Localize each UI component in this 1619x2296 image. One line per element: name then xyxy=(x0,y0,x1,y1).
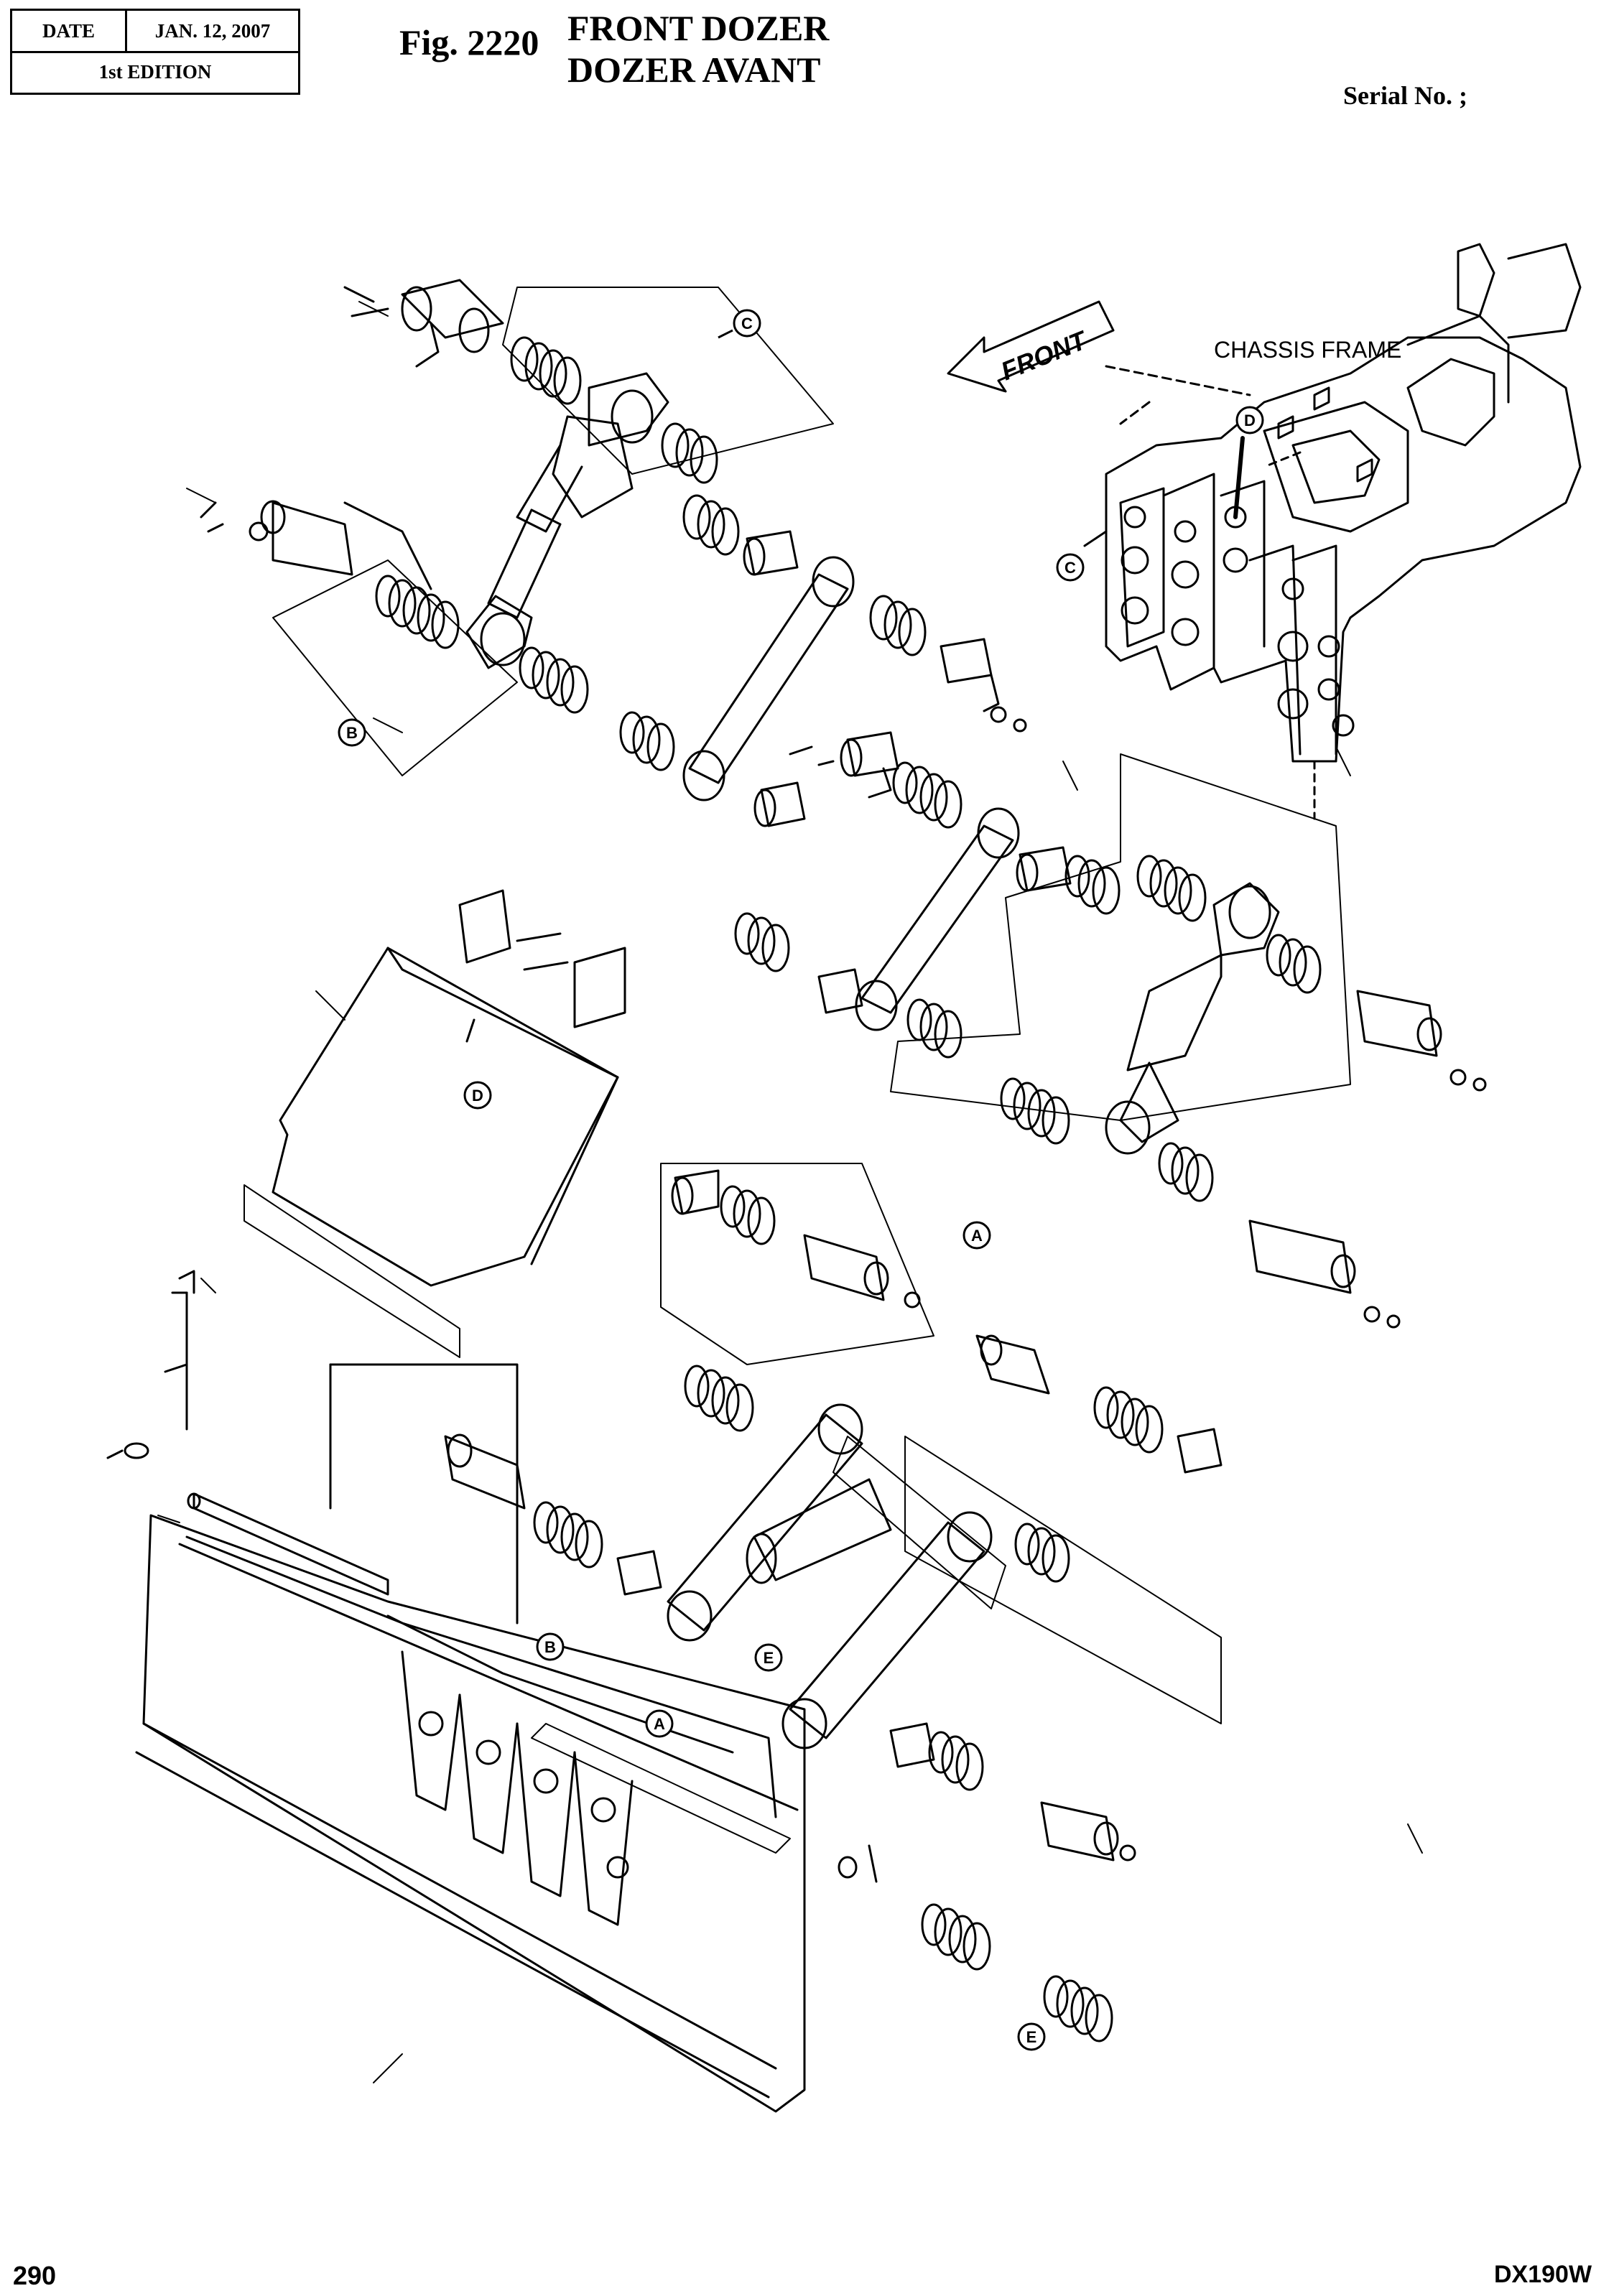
seal-stack-link4 xyxy=(906,998,962,1059)
center-pin-group xyxy=(660,1163,1223,1474)
figure-title: FRONT DOZER DOZER AVANT xyxy=(567,7,829,90)
callout-c-chassis xyxy=(1056,553,1085,582)
lower-link-rod xyxy=(734,731,1121,1059)
seal-stack-a1 xyxy=(1136,855,1207,922)
upper-link-rod xyxy=(682,556,1027,827)
callout-letter-d2: D xyxy=(472,1087,483,1105)
cover-plate xyxy=(243,889,626,1358)
callouts xyxy=(338,309,1264,2051)
date-value: JAN. 12, 2007 xyxy=(154,19,271,42)
callout-letters: C C D B D A B E A E xyxy=(346,315,1256,2046)
header-box: DATE JAN. 12, 2007 1st EDITION xyxy=(10,9,300,95)
front-arrow-label: FRONT xyxy=(997,325,1093,386)
chassis-frame xyxy=(1083,243,1582,820)
seal-stack-a4 xyxy=(1158,1142,1214,1202)
callout-d-plate xyxy=(463,1081,492,1110)
callout-letter-e2: E xyxy=(1026,2028,1037,2046)
figure-title-en: FRONT DOZER xyxy=(567,8,830,48)
header-bottom-row: 1st EDITION xyxy=(12,51,298,93)
header-top-row: DATE JAN. 12, 2007 xyxy=(12,11,298,53)
left-lower-pin-group xyxy=(329,1363,662,1625)
seal-stack-link3 xyxy=(1064,855,1121,915)
seal-stack-a2 xyxy=(1266,934,1322,994)
callout-letter-b2: B xyxy=(544,1638,556,1656)
callout-letter-e1: E xyxy=(764,1649,774,1667)
seal-stack-center1 xyxy=(720,1185,776,1245)
front-direction-arrow xyxy=(947,300,1115,393)
seal-stack-b3 xyxy=(619,711,675,771)
hanger-bracket xyxy=(106,1270,389,1596)
callout-b-lower xyxy=(536,1632,565,1661)
seal-stack-link5 xyxy=(734,912,790,972)
serial-number-label: Serial No. ; xyxy=(1343,81,1467,110)
seal-stack-e1 xyxy=(684,1365,754,1432)
seal-stack-c1 xyxy=(510,336,582,405)
seal-stack-e2 xyxy=(1014,1523,1070,1583)
callout-letter-c1: C xyxy=(741,315,753,333)
seal-stack-e4 xyxy=(921,1903,991,1971)
callout-c-upper xyxy=(718,309,761,339)
model-number: DX190W xyxy=(1494,2261,1592,2288)
seal-stack-link2 xyxy=(892,761,962,829)
callout-b-upper xyxy=(338,718,366,747)
callout-letter-a2: A xyxy=(654,1715,665,1733)
upper-left-cylinder-assembly xyxy=(343,279,834,669)
seal-stack-b2 xyxy=(519,646,589,714)
callout-d-chassis xyxy=(1235,406,1264,434)
edition-label: 1st EDITION xyxy=(98,60,212,83)
figure-title-fr: DOZER AVANT xyxy=(567,50,821,90)
left-pin-assembly xyxy=(200,500,675,776)
callout-e-lower xyxy=(1017,2022,1046,2051)
date-label: DATE xyxy=(12,11,127,51)
seal-stack-left-lower xyxy=(533,1501,603,1568)
callout-e-mid xyxy=(754,1643,783,1672)
leader-lines xyxy=(186,301,1423,2083)
figure-number: Fig. 2220 xyxy=(399,22,539,62)
callout-letter-c2: C xyxy=(1064,559,1076,577)
seal-stack-b1 xyxy=(375,575,460,649)
seal-stack-e5 xyxy=(1043,1975,1113,2042)
page-number: 290 xyxy=(13,2261,57,2290)
e-link-arms xyxy=(667,1365,1222,2042)
callout-letter-a1: A xyxy=(971,1227,983,1245)
callout-a-upper xyxy=(962,1221,991,1250)
right-cylinder-assembly xyxy=(890,753,1487,1329)
seal-stack-center2 xyxy=(1093,1386,1164,1454)
dozer-blade xyxy=(135,1514,878,2113)
seal-stack-c3 xyxy=(682,494,740,556)
seal-stack-e3 xyxy=(928,1731,984,1791)
seal-stack-a3 xyxy=(1000,1077,1070,1145)
seal-stack-link1 xyxy=(869,595,927,656)
callout-a-lower xyxy=(645,1709,674,1738)
callout-letter-b1: B xyxy=(346,724,358,742)
seal-stack-c2 xyxy=(661,422,718,484)
chassis-frame-label: CHASSIS FRAME xyxy=(1214,337,1401,363)
callout-letter-d1: D xyxy=(1244,412,1256,429)
